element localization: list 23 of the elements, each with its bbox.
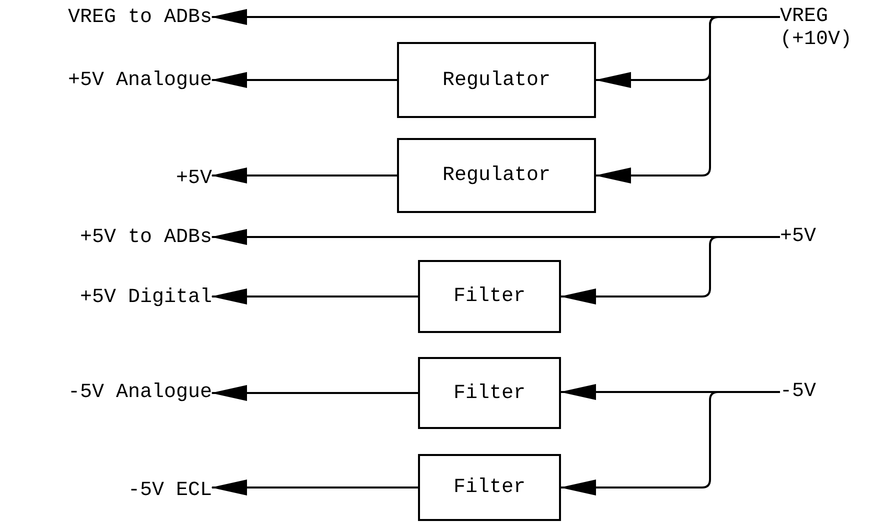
process-box: Filter: [418, 260, 561, 333]
process-box: Filter: [418, 454, 561, 521]
output-label: +5V: [0, 165, 212, 191]
arrow: [560, 236, 780, 304]
process-box: Regulator: [397, 42, 596, 118]
arrow: [560, 391, 780, 496]
arrow: [211, 288, 418, 304]
output-label: -5V ECL: [0, 477, 212, 503]
arrow: [595, 16, 780, 184]
arrow: [211, 480, 418, 496]
arrow: [211, 72, 397, 88]
process-box: Filter: [418, 357, 561, 429]
arrow: [211, 168, 397, 184]
output-label: VREG to ADBs: [0, 4, 212, 30]
output-label: +5V to ADBs: [0, 224, 212, 250]
supply-label: -5V: [780, 380, 840, 406]
supply-label: +5V: [780, 225, 840, 251]
output-label: +5V Analogue: [0, 67, 212, 93]
process-box: Regulator: [397, 138, 596, 213]
arrow: [211, 385, 418, 401]
output-label: +5V Digital: [0, 284, 212, 310]
output-label: -5V Analogue: [0, 379, 212, 405]
supply-label: VREG (+10V): [780, 5, 860, 53]
